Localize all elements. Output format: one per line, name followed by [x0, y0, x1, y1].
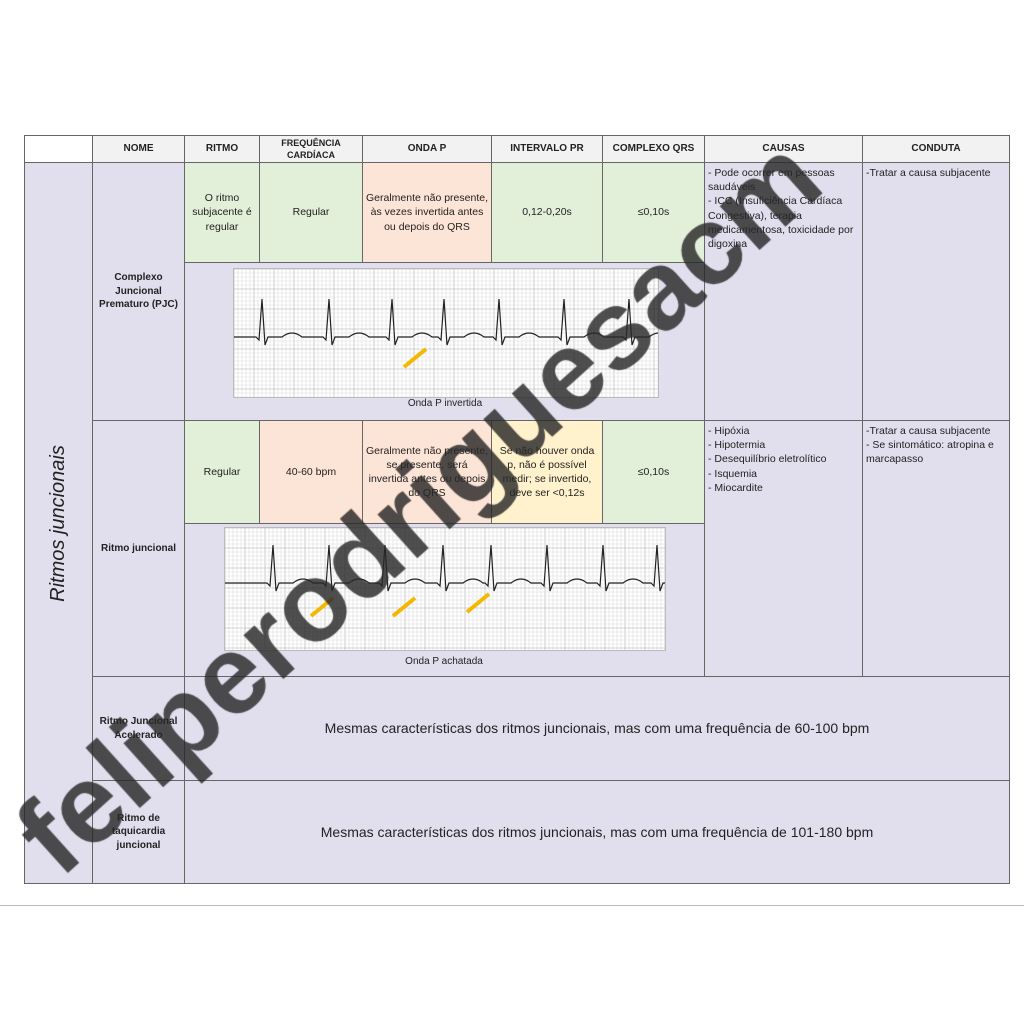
- cell-pr: 0,12-0,20s: [491, 162, 603, 263]
- row-name-taquicardia: Ritmo de taquicardia juncional: [92, 780, 185, 884]
- header-onda-p: ONDA P: [362, 135, 492, 163]
- cell-pr: Se não houver onda p, não é possível med…: [491, 420, 603, 524]
- divider: [0, 905, 1024, 906]
- cell-descricao: Mesmas características dos ritmos juncio…: [184, 676, 1010, 781]
- arrow-icon: [402, 347, 428, 369]
- cell-descricao: Mesmas características dos ritmos juncio…: [184, 780, 1010, 884]
- row-name-pjc: Complexo Juncional Prematuro (PJC): [92, 162, 185, 421]
- arrow-icon: [465, 592, 491, 614]
- header-qrs: COMPLEXO QRS: [602, 135, 705, 163]
- cell-onda-p: Geralmente não presente, se presente, se…: [362, 420, 492, 524]
- row-name-juncional: Ritmo juncional: [92, 420, 185, 677]
- cell-causas: - Pode ocorrer em pessoas saudáveis - IC…: [704, 162, 863, 421]
- arrow-icon: [309, 596, 335, 618]
- corner-cell: [24, 135, 93, 163]
- cell-frequencia: Regular: [259, 162, 363, 263]
- ecg-strip-pjc: [233, 268, 659, 398]
- row-name-acelerado: Ritmo Juncional Acelerado: [92, 676, 185, 781]
- section-cell: Ritmos juncionais: [24, 162, 93, 884]
- header-ritmo: RITMO: [184, 135, 260, 163]
- cell-onda-p: Geralmente não presente, às vezes invert…: [362, 162, 492, 263]
- ecg-strip-juncional: [224, 527, 666, 651]
- cell-qrs: ≤0,10s: [602, 162, 705, 263]
- section-label: Ritmos juncionais: [47, 444, 70, 602]
- ecg-caption: Onda P invertida: [407, 398, 483, 409]
- cell-ritmo: O ritmo subjacente é regular: [184, 162, 260, 263]
- cell-causas: - Hipóxia - Hipotermia - Desequilíbrio e…: [704, 420, 863, 677]
- cell-ritmo: Regular: [184, 420, 260, 524]
- header-causas: CAUSAS: [704, 135, 863, 163]
- arrow-icon: [391, 596, 417, 618]
- cell-conduta: -Tratar a causa subjacente: [862, 162, 1010, 421]
- cell-frequencia: 40-60 bpm: [259, 420, 363, 524]
- cell-conduta: -Tratar a causa subjacente - Se sintomát…: [862, 420, 1010, 677]
- header-pr: INTERVALO PR: [491, 135, 603, 163]
- header-conduta: CONDUTA: [862, 135, 1010, 163]
- header-frequencia: FREQUÊNCIA CARDÍACA: [259, 135, 363, 163]
- cell-qrs: ≤0,10s: [602, 420, 705, 524]
- header-nome: NOME: [92, 135, 185, 163]
- ecg-caption: Onda P achatada: [405, 656, 483, 667]
